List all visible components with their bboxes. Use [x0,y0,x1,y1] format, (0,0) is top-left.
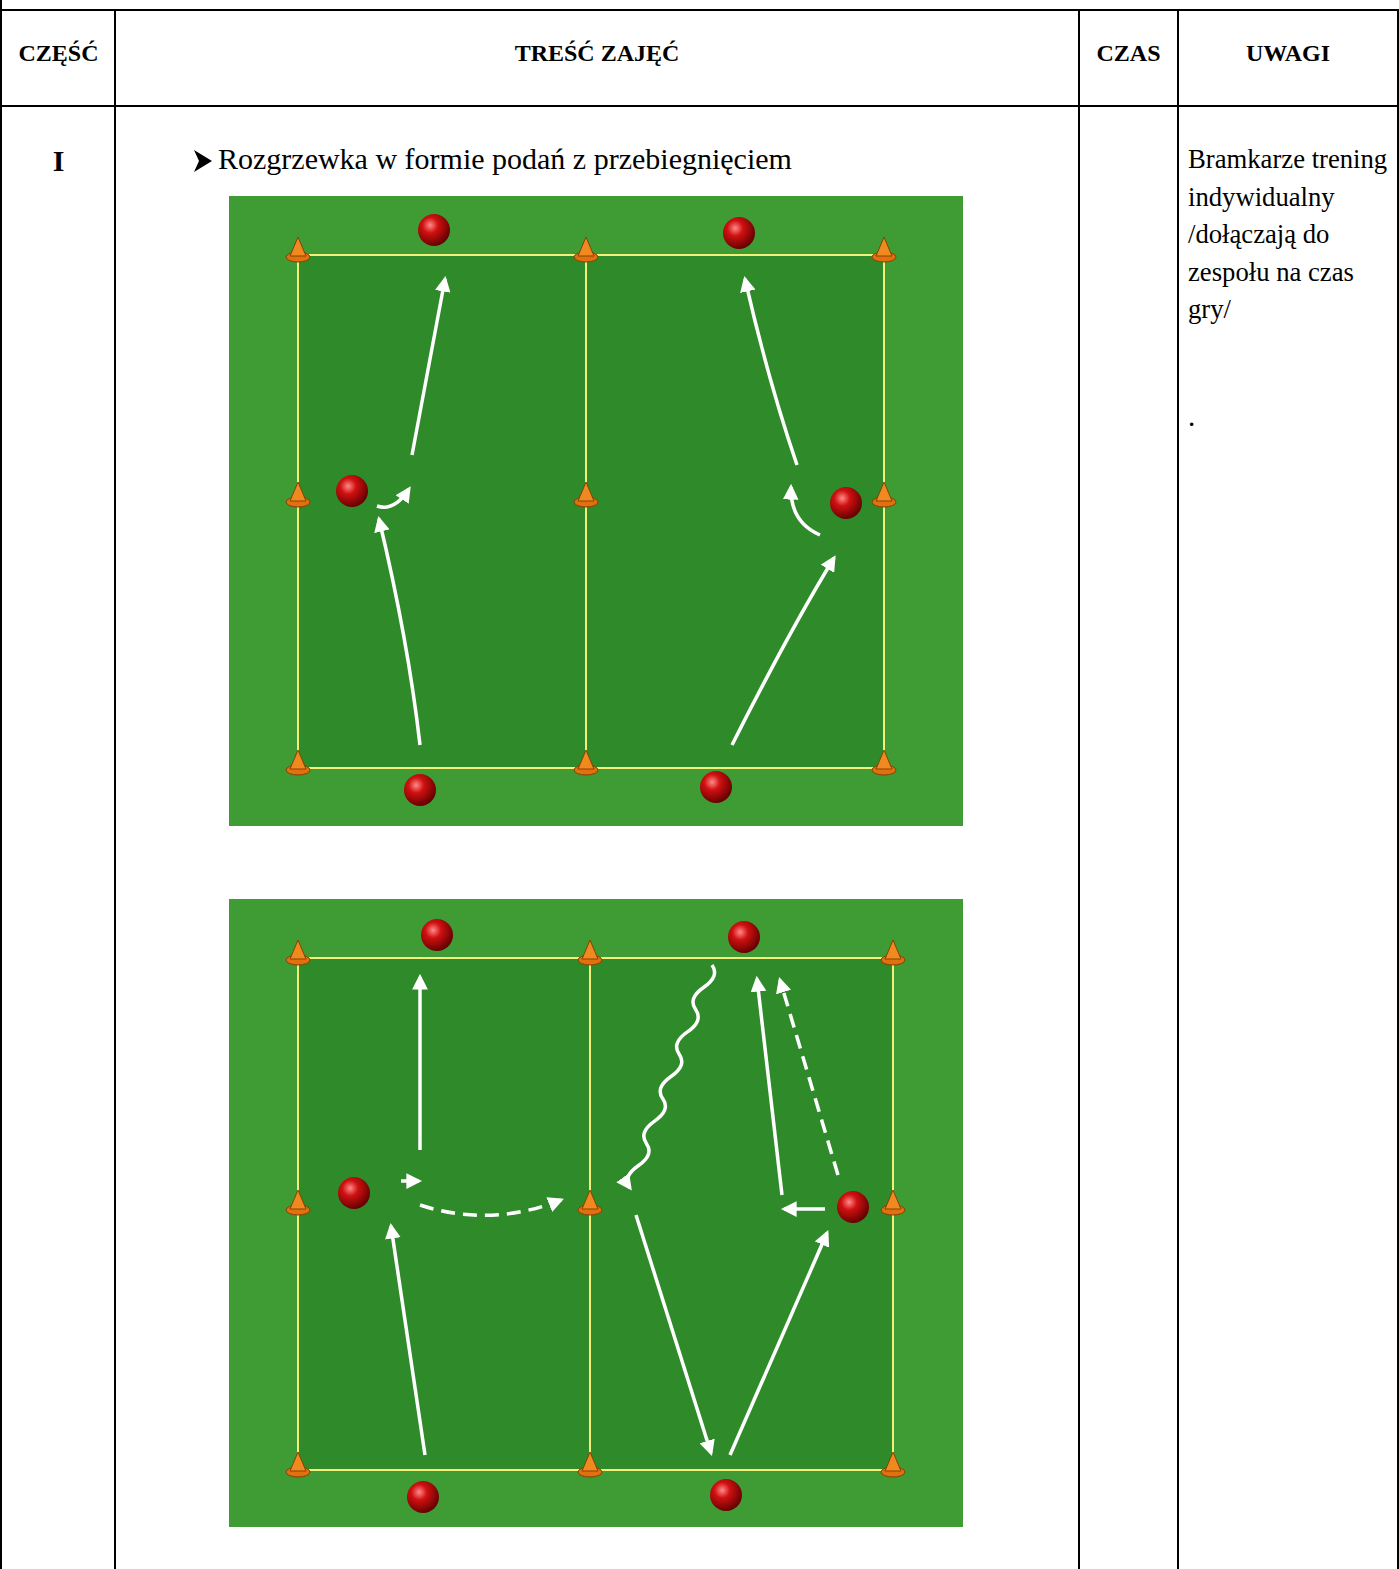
cone [578,1190,602,1215]
ball [338,1177,370,1209]
exercise-title: Rozgrzewka w formie podań z przebiegnięc… [218,142,1068,176]
note-text: Bramkarze trening indywidualny /dołączaj… [1188,141,1397,329]
column-header: CZAS [1079,40,1178,67]
movement-arrows [377,279,838,1455]
ball [728,921,760,953]
part-number: I [2,144,115,178]
column-header: CZĘŚĆ [2,40,115,67]
bullet-arrow [194,150,212,172]
ball [723,217,755,249]
cone [574,482,598,507]
cone [881,1190,905,1215]
cone [286,482,310,507]
ball [421,919,453,951]
cone [872,482,896,507]
ball [710,1479,742,1511]
note-dot: . [1188,400,1228,433]
cone [574,750,598,775]
cone [574,237,598,262]
cone [578,940,602,965]
column-header: UWAGI [1178,40,1398,67]
cone [881,1452,905,1477]
column-header: TREŚĆ ZAJĘĆ [115,40,1079,67]
ball [418,214,450,246]
ball [700,771,732,803]
ball [336,475,368,507]
cone [872,237,896,262]
ball [837,1191,869,1223]
cone [286,750,310,775]
cone [578,1452,602,1477]
cone [881,940,905,965]
cone [286,237,310,262]
ball [407,1481,439,1513]
pitch-field [229,899,963,1527]
cone [286,1190,310,1215]
cone [286,1452,310,1477]
ball [404,774,436,806]
ball [830,487,862,519]
cone [872,750,896,775]
cone [286,940,310,965]
pitch-field [229,196,963,826]
